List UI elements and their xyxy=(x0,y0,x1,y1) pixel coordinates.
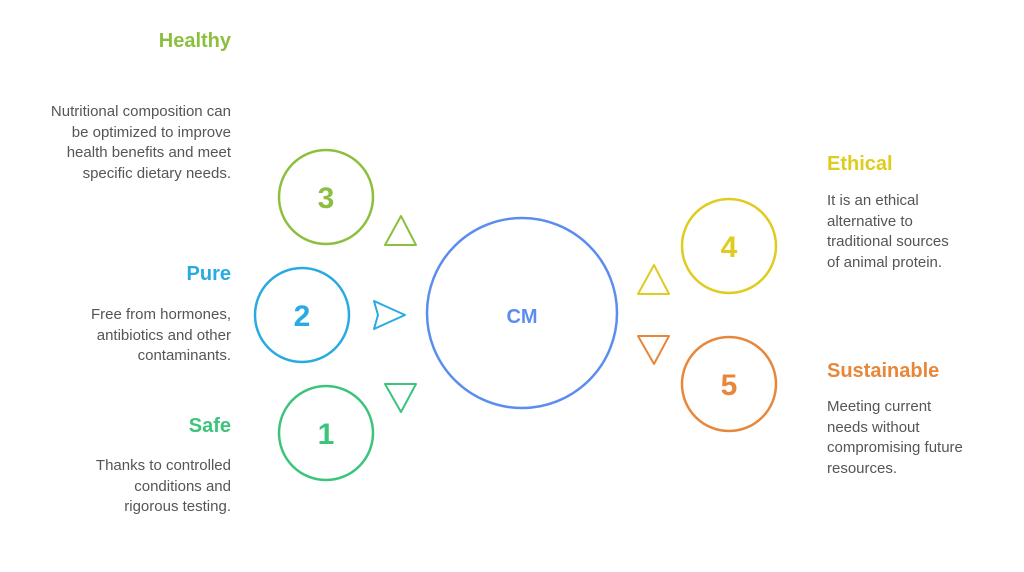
desc-line: Meeting current xyxy=(827,398,932,415)
pure-description: Free from hormones, antibiotics and othe… xyxy=(91,305,231,367)
triangle-down-icon xyxy=(384,383,417,413)
desc-line: compromising future xyxy=(827,439,963,456)
number-3: 3 xyxy=(318,182,335,215)
circle-2 xyxy=(253,266,351,364)
safe-description: Thanks to controlled conditions and rigo… xyxy=(96,456,231,518)
desc-line: be optimized to improve xyxy=(71,123,231,141)
safe-title: Safe xyxy=(188,415,231,437)
center-label: CM xyxy=(506,306,537,328)
desc-line: resources. xyxy=(827,459,898,477)
ethical-title: Ethical xyxy=(827,153,893,175)
circle-5 xyxy=(680,335,778,433)
circle-1 xyxy=(277,384,375,482)
number-2: 2 xyxy=(294,300,311,333)
ethical-description: It is an ethical alternative to traditio… xyxy=(827,191,949,273)
pure-title: Pure xyxy=(186,263,231,285)
number-4: 4 xyxy=(721,231,738,264)
desc-line: health benefits and meet xyxy=(66,144,231,161)
desc-line: It is an ethical xyxy=(827,192,919,209)
triangle-right-icon xyxy=(373,300,406,330)
desc-line: traditional sources xyxy=(827,233,949,250)
number-5: 5 xyxy=(721,369,738,402)
desc-line: conditions and xyxy=(134,477,231,495)
triangle-down-icon xyxy=(637,335,670,365)
desc-line: rigorous testing. xyxy=(124,498,231,515)
number-1: 1 xyxy=(318,418,335,451)
center-circle xyxy=(425,216,619,410)
sustainable-description: Meeting current needs without compromisi… xyxy=(827,397,963,479)
desc-line: specific dietary needs. xyxy=(82,164,231,182)
sustainable-title: Sustainable xyxy=(827,360,940,382)
desc-line: of animal protein. xyxy=(827,253,943,271)
desc-line: alternative to xyxy=(827,212,913,230)
triangle-up-icon xyxy=(384,215,417,246)
desc-line: Free from hormones, xyxy=(90,306,231,323)
triangle-up-icon xyxy=(637,264,670,295)
healthy-description: Nutritional composition can be optimized… xyxy=(51,102,231,184)
circle-3 xyxy=(277,148,375,246)
desc-line: Nutritional composition can xyxy=(50,103,231,120)
desc-line: Thanks to controlled xyxy=(95,457,231,474)
circle-4 xyxy=(680,197,778,295)
desc-line: needs without xyxy=(827,418,920,436)
desc-line: contaminants. xyxy=(137,347,231,364)
desc-line: antibiotics and other xyxy=(96,326,231,344)
healthy-title: Healthy xyxy=(158,30,231,52)
